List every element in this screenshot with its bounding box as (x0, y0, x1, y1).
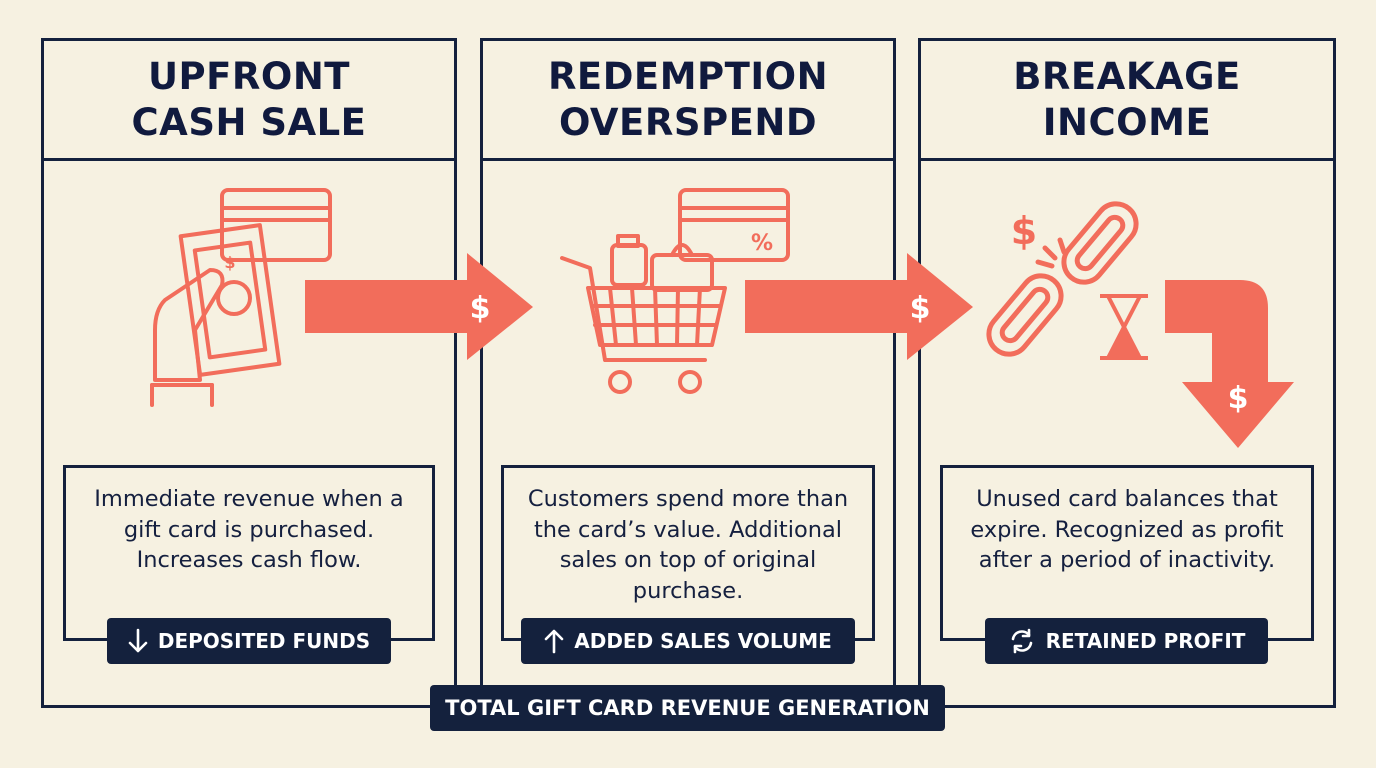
badge-retained-profit: RETAINED PROFIT (985, 618, 1268, 664)
hourglass-icon (1100, 294, 1148, 360)
description-box: Customers spend more than the card’s val… (501, 465, 875, 641)
footer-total-label: TOTAL GIFT CARD REVENUE GENERATION (430, 685, 945, 731)
panel-header: BREAKAGE INCOME (921, 41, 1333, 161)
shopping-cart-icon: % (560, 188, 790, 394)
panel-header: UPFRONT CASH SALE (44, 41, 454, 161)
badge-label: ADDED SALES VOLUME (574, 629, 832, 653)
flow-arrow: $ (745, 253, 973, 360)
panel-title: BREAKAGE INCOME (1013, 54, 1241, 144)
panel-upfront-cash-sale: UPFRONT CASH SALE (41, 38, 457, 708)
badge-added-sales-volume: ADDED SALES VOLUME (521, 618, 855, 664)
dollar-icon: $ (1228, 381, 1249, 416)
up-arrow-icon (544, 629, 564, 654)
down-arrow-icon (128, 628, 148, 653)
hand-cash-card-icon: $ (150, 188, 332, 407)
badge-label: DEPOSITED FUNDS (157, 629, 371, 653)
description-box: Immediate revenue when a gift card is pu… (63, 465, 435, 641)
dollar-symbol: $ (1011, 209, 1037, 253)
refresh-icon (1011, 628, 1032, 654)
panel-header: REDEMPTION OVERSPEND (483, 41, 893, 161)
panel-redemption-overspend: REDEMPTION OVERSPEND (480, 38, 896, 708)
flow-arrow-down: $ (1165, 280, 1294, 448)
percent-glyph: % (751, 231, 773, 256)
footer-text: TOTAL GIFT CARD REVENUE GENERATION (445, 696, 930, 720)
badge-deposited-funds: DEPOSITED FUNDS (107, 618, 391, 664)
panel-title: REDEMPTION OVERSPEND (547, 54, 829, 144)
dollar-icon: $ (910, 291, 931, 326)
badge-label: RETAINED PROFIT (1045, 629, 1246, 653)
broken-chain-icon: $ (986, 201, 1139, 357)
panel-title: UPFRONT CASH SALE (131, 54, 367, 144)
flow-arrow: $ (305, 253, 533, 360)
panel-breakage-income: BREAKAGE INCOME (918, 38, 1336, 708)
dollar-icon: $ (470, 291, 491, 326)
description-text: Unused card balances that expire. Recogn… (970, 486, 1284, 573)
description-text: Immediate revenue when a gift card is pu… (94, 486, 404, 573)
description-text: Customers spend more than the card’s val… (527, 486, 849, 604)
description-box: Unused card balances that expire. Recogn… (940, 465, 1314, 641)
cash-dollar-glyph: $ (224, 253, 235, 272)
